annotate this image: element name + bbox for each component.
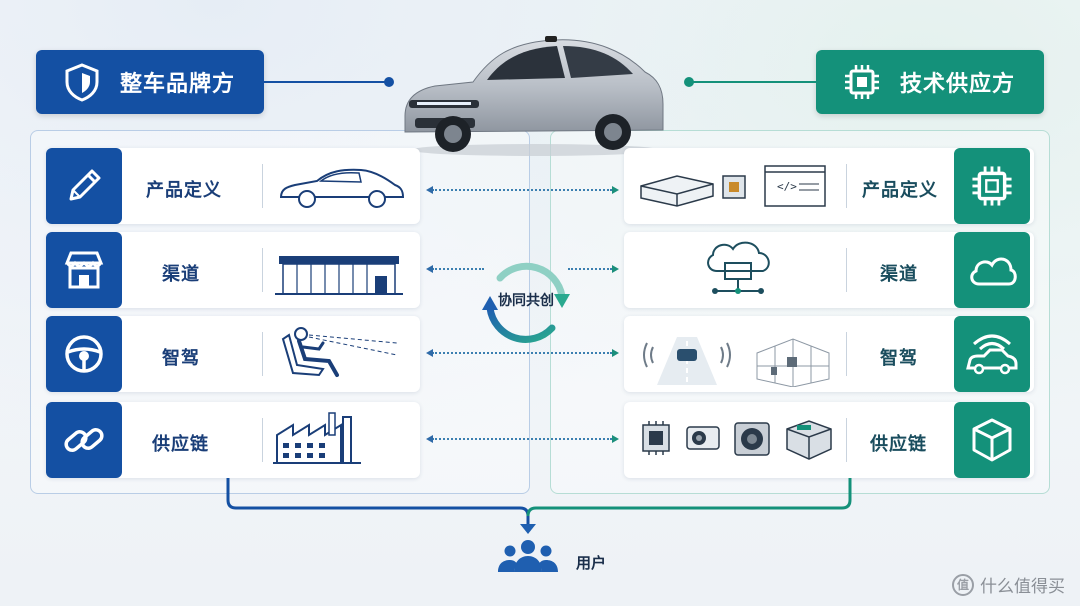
arrow-left (426, 265, 433, 273)
link-smart-driving (432, 352, 612, 354)
brand-row-label: 渠道 (162, 264, 200, 285)
cloud-server-icon (700, 236, 776, 302)
sedan-outline-icon (274, 158, 410, 214)
dealership-building-icon (274, 242, 404, 298)
link-channel-right (568, 268, 612, 270)
chip-icon (842, 62, 882, 102)
arrow-right (612, 265, 619, 273)
link-product-definition (432, 189, 612, 191)
brand-connector-dot (384, 77, 394, 87)
tech-header-title: 技术供应方 (900, 72, 1016, 97)
connected-car-icon (954, 316, 1030, 392)
row-separator (262, 248, 263, 292)
arrow-right (612, 349, 619, 357)
chip-icon (954, 148, 1030, 224)
arrow-left (426, 349, 433, 357)
row-separator (846, 164, 847, 208)
link-channel-left (432, 268, 484, 270)
cloud-icon (954, 232, 1030, 308)
cycle-arrows-icon (482, 262, 570, 343)
row-separator (846, 248, 847, 292)
cocreate-label: 协同共创 (498, 293, 554, 309)
brand-connector (264, 81, 390, 83)
storefront-icon (46, 232, 122, 308)
user-group-icon (498, 540, 558, 572)
arrow-left (426, 435, 433, 443)
tech-row-label: 供应链 (870, 434, 927, 455)
brand-header: 整车品牌方 (36, 50, 264, 114)
brand-row-label: 产品定义 (146, 180, 222, 201)
suv-car-image (404, 36, 664, 156)
components-icon (636, 412, 836, 468)
hardware-software-icon: </> (636, 158, 836, 214)
arrow-left (426, 186, 433, 194)
watermark-badge: 值 (952, 573, 974, 596)
tech-header: 技术供应方 (816, 50, 1044, 114)
tech-row-label: 渠道 (880, 264, 918, 285)
factory-icon (272, 410, 362, 466)
row-separator (262, 418, 263, 462)
link-supply-chain (432, 438, 612, 440)
row-separator (846, 332, 847, 376)
brand-row-label: 智驾 (162, 348, 200, 369)
row-separator (262, 332, 263, 376)
watermark: 值 什么值得买 (952, 572, 1065, 597)
row-separator (846, 418, 847, 462)
steering-wheel-icon (46, 316, 122, 392)
box-icon (954, 402, 1030, 478)
tech-row-label: 产品定义 (862, 180, 938, 201)
arrow-right (612, 186, 619, 194)
svg-text:</>: </> (777, 180, 797, 193)
arrow-right (612, 435, 619, 443)
pencil-icon (46, 148, 122, 224)
sensor-scene-icon (636, 322, 836, 388)
brand-header-title: 整车品牌方 (120, 72, 236, 97)
row-separator (262, 164, 263, 208)
tech-connector (690, 81, 816, 83)
tech-row-label: 智驾 (880, 348, 918, 369)
chain-link-icon (46, 402, 122, 478)
user-label: 用户 (576, 554, 607, 572)
tech-connector-dot (684, 77, 694, 87)
brand-row-label: 供应链 (152, 434, 209, 455)
shield-icon (62, 62, 102, 102)
driver-seat-icon (278, 324, 404, 384)
flow-lines (226, 478, 852, 534)
watermark-text: 什么值得买 (980, 577, 1065, 597)
